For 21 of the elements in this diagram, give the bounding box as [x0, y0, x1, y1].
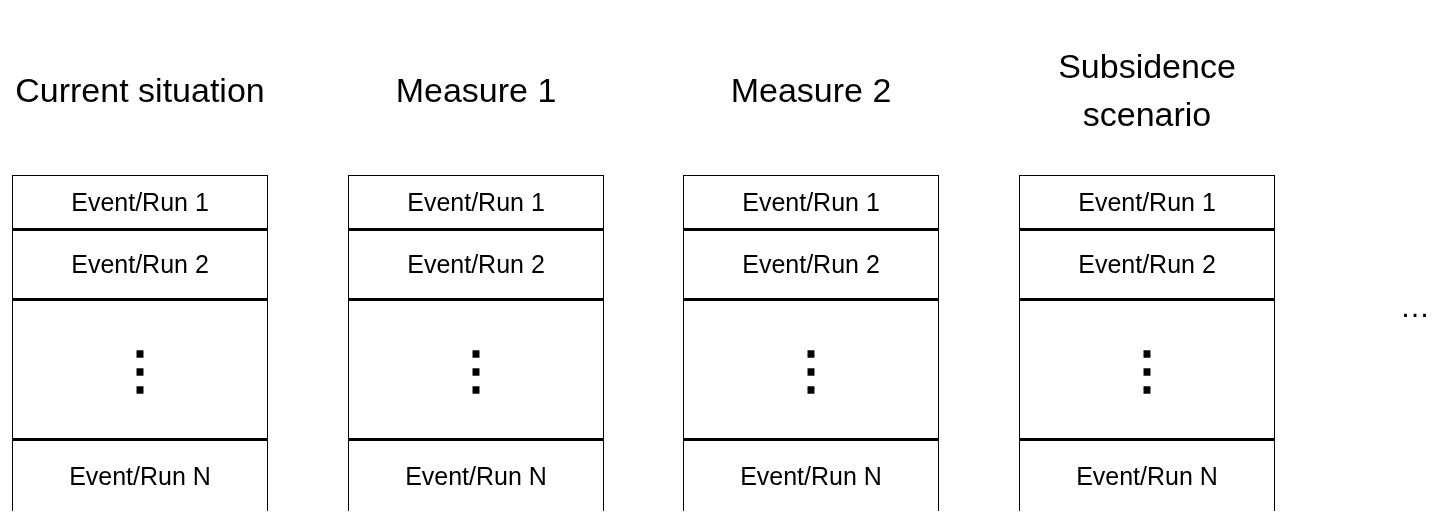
vertical-ellipsis: ⋮ — [684, 298, 938, 438]
vertical-ellipsis: ⋮ — [1020, 298, 1274, 438]
table-cell: Event/Run 2 — [1020, 228, 1274, 298]
column-heading: Current situation — [14, 70, 266, 111]
table-cell: Event/Run 2 — [684, 228, 938, 298]
column-heading: Subsidence scenario — [1057, 46, 1237, 135]
vertical-ellipsis: ⋮ — [349, 298, 603, 438]
table-cell: Event/Run 1 — [349, 176, 603, 228]
table-cell: Event/Run N — [1020, 438, 1274, 511]
table-cell: Event/Run 1 — [1020, 176, 1274, 228]
table-cell: Event/Run N — [349, 438, 603, 511]
vertical-ellipsis: ⋮ — [13, 298, 267, 438]
column-heading: Measure 2 — [729, 70, 893, 111]
ellipsis: … — [1400, 290, 1430, 324]
table-cell: Event/Run N — [13, 438, 267, 511]
column-heading: Measure 1 — [394, 70, 558, 111]
table-cell: Event/Run N — [684, 438, 938, 511]
table-cell: Event/Run 2 — [13, 228, 267, 298]
table-cell: Event/Run 1 — [13, 176, 267, 228]
table-cell: Event/Run 1 — [684, 176, 938, 228]
table-cell: Event/Run 2 — [349, 228, 603, 298]
